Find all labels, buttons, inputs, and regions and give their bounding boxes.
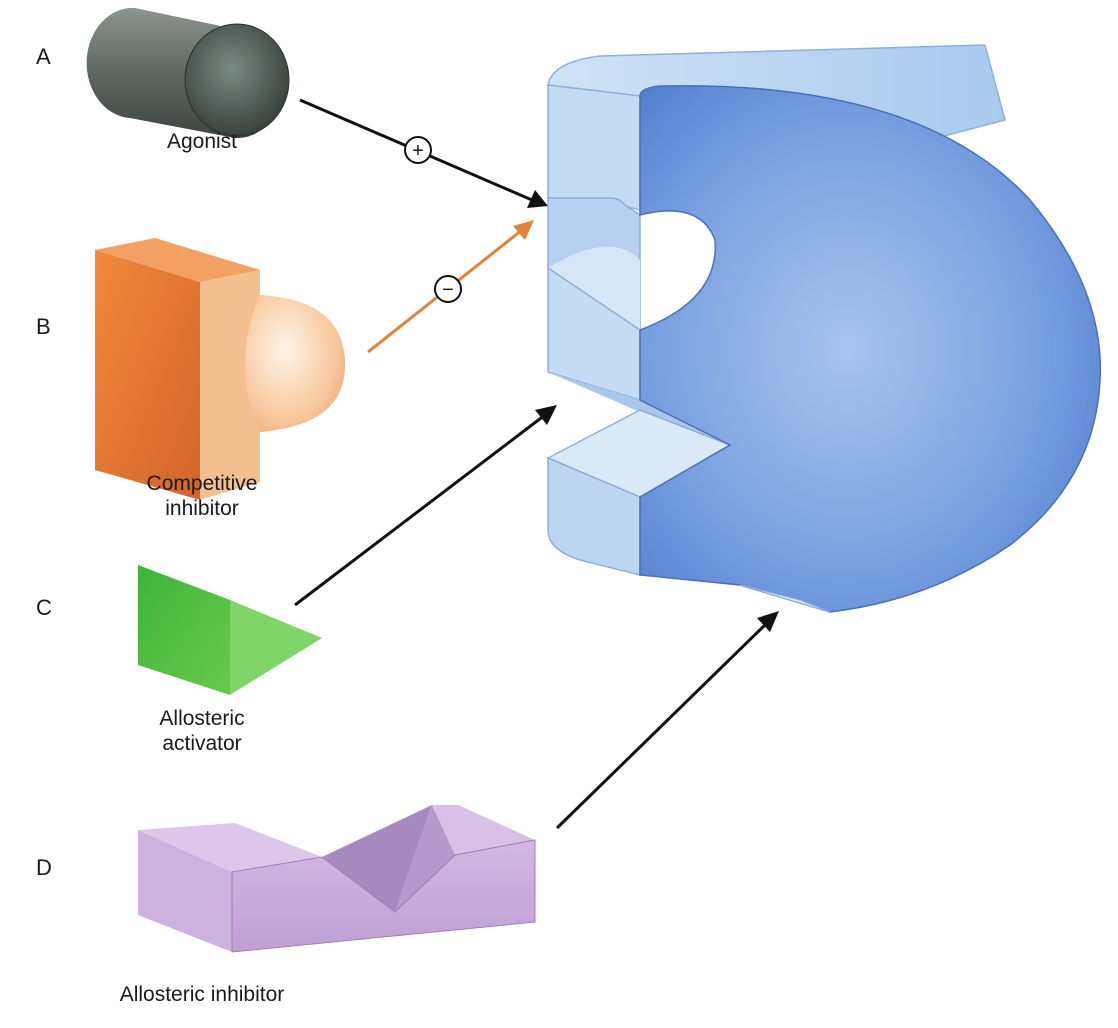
label-letter-c: C [36,595,52,620]
arrow-competitive-inhibitor: − [368,220,534,352]
label-letter-a: A [36,44,51,69]
receptor-shape [548,45,1100,612]
caption-competitive: Competitive [147,472,258,495]
agonist-sign: + [412,140,424,162]
caption-activator: activator [162,732,241,755]
arrow-allosteric-activator [295,405,557,605]
arrow-allosteric-inhibitor [557,611,779,828]
arrow-agonist: + [300,100,548,208]
competitive-inhibitor-block [95,238,345,500]
caption-agonist: Agonist [167,130,237,153]
caption-inhibitor: inhibitor [165,497,239,520]
caption-allosteric-inhibitor: Allosteric inhibitor [120,983,285,1006]
agonist-cylinder [87,8,289,138]
label-letter-b: B [36,314,51,339]
caption-allosteric: Allosteric [159,707,244,730]
allosteric-inhibitor-block [138,805,535,952]
competitive-inhibitor-sign: − [442,279,454,301]
allosteric-activator-wedge [138,565,322,695]
label-letter-d: D [36,855,52,880]
